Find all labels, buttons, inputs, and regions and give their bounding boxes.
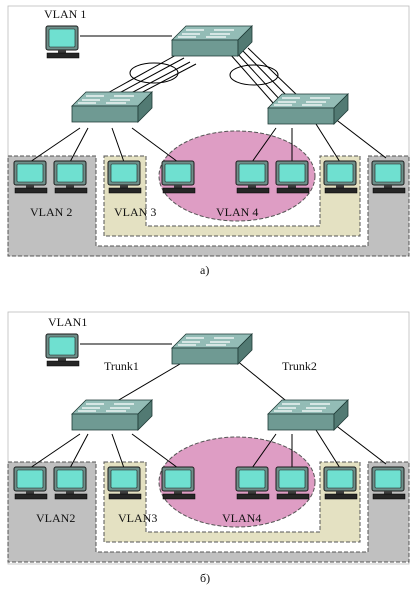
vlan2-label: VLAN 2 bbox=[30, 205, 72, 219]
access-switch-right-icon bbox=[267, 93, 349, 125]
workstation-icon bbox=[107, 160, 142, 194]
workstation-icon bbox=[53, 160, 88, 194]
caption-a: а) bbox=[200, 263, 209, 277]
vlan1-label: VLAN1 bbox=[48, 315, 87, 329]
workstation-icon bbox=[235, 466, 270, 500]
vlan2-label: VLAN2 bbox=[36, 511, 75, 525]
vlan1-label: VLAN 1 bbox=[44, 7, 86, 21]
links-a bbox=[29, 35, 387, 163]
workstation-icon bbox=[275, 466, 310, 500]
workstation-icon bbox=[13, 466, 48, 500]
access-switch-right-icon bbox=[267, 399, 349, 431]
workstation-icon bbox=[235, 160, 270, 194]
vlan2-region bbox=[7, 155, 410, 257]
workstation-icon bbox=[53, 466, 88, 500]
vlan3-label: VLAN3 bbox=[118, 511, 157, 525]
workstation-icon bbox=[323, 466, 358, 500]
vlan4-label: VLAN 4 bbox=[216, 205, 258, 219]
vlan3-label: VLAN 3 bbox=[114, 205, 156, 219]
workstation-icon bbox=[371, 466, 406, 500]
access-switch-left-icon bbox=[71, 91, 153, 123]
workstation-icon bbox=[323, 160, 358, 194]
caption-b: б) bbox=[200, 571, 210, 585]
access-switch-left-icon bbox=[71, 399, 153, 431]
trunk2-label: Trunk2 bbox=[282, 359, 317, 373]
workstation-icon bbox=[371, 160, 406, 194]
workstation-icon bbox=[161, 466, 196, 500]
diagram-b: VLAN1 Trunk1 Trunk2 VLAN2 VLAN3 VLAN4 б) bbox=[7, 311, 410, 585]
workstation-icon bbox=[13, 160, 48, 194]
trunk1-label: Trunk1 bbox=[104, 359, 139, 373]
workstation-icon bbox=[161, 160, 196, 194]
diagram-a: VLAN 1 VLAN 2 VLAN 3 VLAN 4 а) bbox=[7, 5, 410, 277]
workstation-vlan1-icon bbox=[45, 333, 80, 367]
workstation-icon bbox=[107, 466, 142, 500]
links-b bbox=[29, 343, 387, 469]
workstation-vlan1-icon bbox=[45, 25, 80, 59]
core-switch-icon bbox=[171, 333, 253, 365]
vlan2-region bbox=[7, 461, 410, 563]
workstation-icon bbox=[275, 160, 310, 194]
vlan4-label: VLAN4 bbox=[222, 511, 261, 525]
core-switch-icon bbox=[171, 25, 253, 57]
